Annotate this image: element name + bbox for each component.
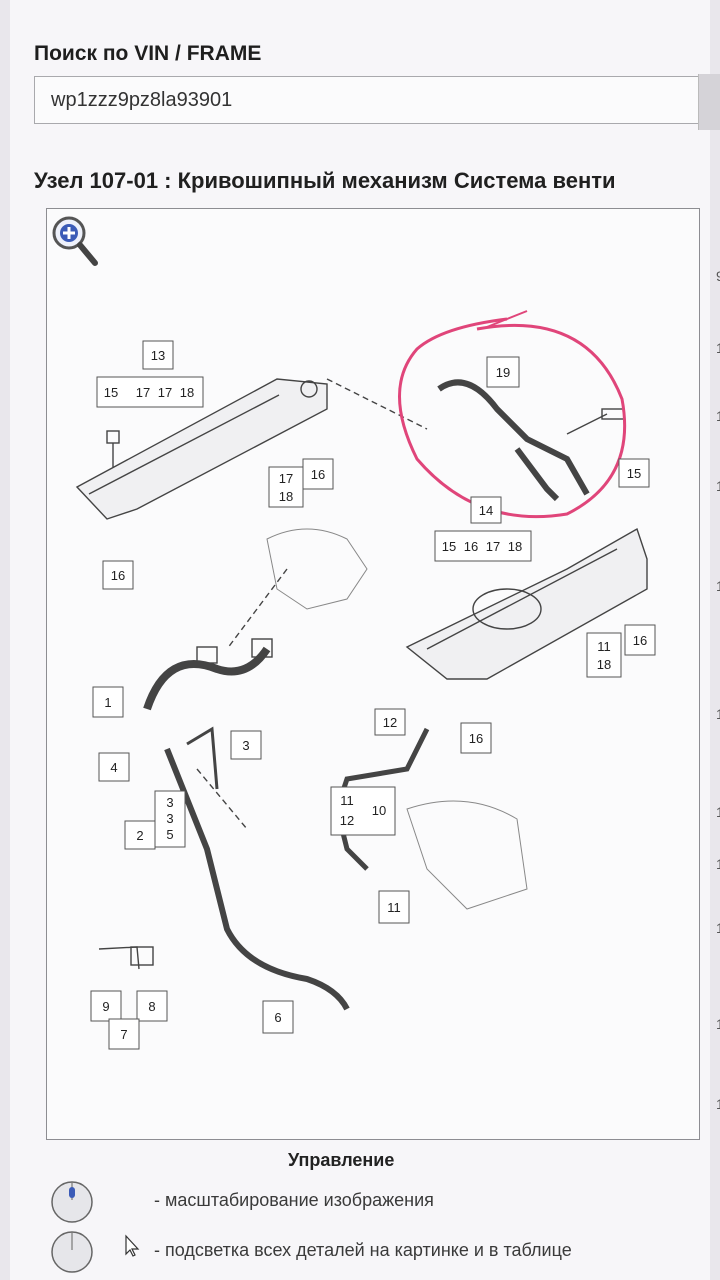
side-number: 1	[716, 408, 720, 424]
side-number: 16	[716, 856, 720, 872]
svg-text:16: 16	[464, 539, 478, 554]
mouse-scroll-icon	[51, 1181, 93, 1223]
parts-diagram[interactable]: 13 15 17 17 18 16 17 18	[46, 208, 700, 1140]
callout-4: 4	[98, 752, 130, 782]
svg-text:11: 11	[387, 900, 401, 915]
svg-text:15: 15	[442, 539, 456, 554]
svg-text:9: 9	[102, 999, 109, 1014]
svg-text:12: 12	[340, 813, 354, 828]
callout-11: 11	[378, 890, 410, 924]
callout-group-10-12: 11 12 10	[330, 786, 396, 836]
svg-text:12: 12	[383, 715, 397, 730]
callout-6: 6	[262, 1000, 294, 1034]
svg-text:5: 5	[166, 827, 173, 842]
svg-text:8: 8	[148, 999, 155, 1014]
control-highlight-text: - подсветка всех деталей на картинке и в…	[154, 1240, 572, 1260]
svg-text:6: 6	[274, 1010, 281, 1025]
svg-text:3: 3	[166, 811, 173, 826]
svg-text:17: 17	[486, 539, 500, 554]
callout-17-18-b: 11 18	[586, 632, 622, 678]
callout-17-18-a: 17 18	[268, 466, 304, 508]
callout-16-a: 16	[302, 458, 334, 490]
vin-search-input[interactable]: wp1zzz9pz8la93901	[34, 76, 702, 124]
svg-text:16: 16	[311, 467, 325, 482]
svg-text:3: 3	[166, 795, 173, 810]
side-number: 18	[716, 1016, 720, 1032]
svg-text:1: 1	[104, 695, 111, 710]
side-number: 1	[716, 478, 720, 494]
side-number: 17	[716, 920, 720, 936]
svg-text:19: 19	[496, 365, 510, 380]
svg-text:15: 15	[104, 385, 118, 400]
svg-text:13: 13	[151, 348, 165, 363]
side-number: 1	[716, 578, 720, 594]
callout-16-b: 16	[102, 560, 134, 590]
side-number: 19	[716, 1096, 720, 1112]
callout-group-15-18: 15 17 17 18	[96, 376, 204, 408]
svg-text:4: 4	[110, 760, 117, 775]
callout-12-a: 12	[374, 708, 406, 736]
side-number: 9	[716, 268, 720, 284]
callout-group-15-18-b: 15 16 17 18	[434, 530, 532, 562]
diagram-drawing: 13 15 17 17 18 16 17 18	[75, 310, 656, 1050]
mouse-icon	[51, 1231, 93, 1273]
svg-text:2: 2	[136, 828, 143, 843]
svg-text:11: 11	[597, 639, 611, 654]
svg-text:18: 18	[279, 489, 293, 504]
callout-2: 2	[124, 820, 156, 850]
vin-search-label: Поиск по VIN / FRAME	[34, 42, 262, 65]
callout-14: 14	[470, 496, 502, 524]
callout-16-d: 16	[460, 722, 492, 754]
svg-text:18: 18	[508, 539, 522, 554]
side-number: 1	[716, 340, 720, 356]
callout-group-7-9: 9 8 7	[90, 990, 168, 1050]
zoom-icon[interactable]	[47, 209, 101, 271]
window-edge	[698, 74, 720, 130]
callout-13: 13	[142, 340, 174, 370]
callout-1: 1	[92, 686, 124, 718]
node-title: Узел 107-01 : Кривошипный механизм Систе…	[34, 168, 616, 193]
svg-text:16: 16	[111, 568, 125, 583]
svg-text:18: 18	[597, 657, 611, 672]
svg-text:18: 18	[180, 385, 194, 400]
side-number: 14	[716, 706, 720, 722]
side-number: 15	[716, 804, 720, 820]
callout-group-3-5: 3 3 5	[154, 790, 186, 848]
controls-title: Управление	[288, 1150, 395, 1170]
svg-text:17: 17	[158, 385, 172, 400]
callout-3-a: 3	[230, 730, 262, 760]
screen: Поиск по VIN / FRAME wp1zzz9pz8la93901 У…	[10, 0, 720, 1280]
svg-text:11: 11	[340, 793, 354, 808]
svg-text:17: 17	[136, 385, 150, 400]
svg-text:15: 15	[627, 466, 641, 481]
callout-15-a: 15	[618, 458, 650, 488]
svg-text:10: 10	[372, 803, 386, 818]
control-zoom-text: - масштабирование изображения	[154, 1190, 434, 1210]
svg-text:17: 17	[279, 471, 293, 486]
svg-text:14: 14	[479, 503, 493, 518]
callout-19: 19	[486, 356, 520, 388]
svg-text:7: 7	[120, 1027, 127, 1042]
svg-text:16: 16	[469, 731, 483, 746]
cursor-arrow-icon	[125, 1234, 140, 1257]
svg-text:16: 16	[633, 633, 647, 648]
svg-text:3: 3	[242, 738, 249, 753]
callout-16-c: 16	[624, 624, 656, 656]
